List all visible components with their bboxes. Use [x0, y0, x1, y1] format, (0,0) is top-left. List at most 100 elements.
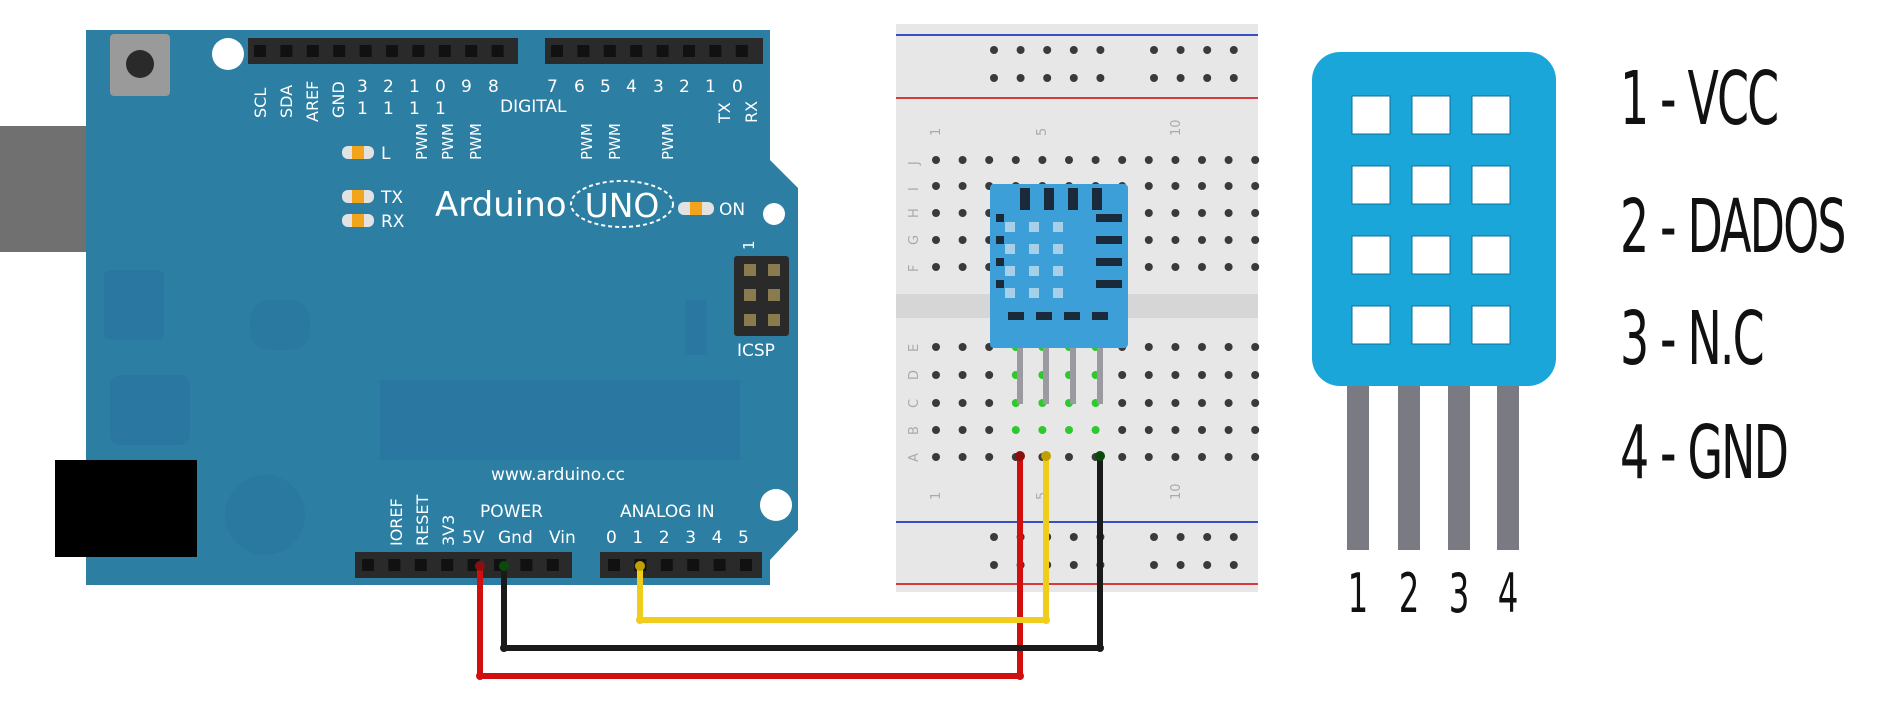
- breadboard-hole: [1144, 182, 1153, 190]
- small-sensor-slot: [1020, 188, 1030, 210]
- breadboard-hole: [958, 371, 967, 379]
- pcb-detail: [685, 300, 707, 355]
- icsp-pin: [744, 264, 756, 276]
- breadboard-hole: [932, 343, 940, 351]
- breadboard-hole-connected: [1011, 426, 1020, 434]
- dht11-pin-number: 4: [1498, 563, 1519, 625]
- dht11-on-breadboard: [990, 184, 1128, 404]
- breadboard-hole: [1251, 209, 1260, 217]
- rail-hole: [1096, 74, 1105, 82]
- small-sensor-vent: [1029, 266, 1039, 276]
- header-pin: [630, 45, 643, 57]
- tx-pin-label: TX: [715, 102, 734, 124]
- header-pin: [551, 45, 563, 57]
- header-pin: [709, 45, 722, 57]
- led-rx-core: [352, 214, 364, 227]
- breadboard-row-label: F: [907, 265, 922, 272]
- breadboard-hole: [1118, 156, 1127, 164]
- pwm-label: PWM: [606, 123, 624, 160]
- breadboard-hole: [1198, 453, 1206, 461]
- breadboard-hole: [1118, 399, 1127, 407]
- arduino-url: www.arduino.cc: [491, 465, 625, 485]
- header-pin: [656, 45, 669, 57]
- rail-hole: [1203, 74, 1212, 82]
- header-pin: [577, 45, 590, 57]
- breadboard-hole: [985, 426, 994, 434]
- small-sensor-vent: [1053, 222, 1063, 232]
- small-sensor-slot: [1096, 236, 1122, 244]
- breadboard-hole: [1171, 426, 1180, 434]
- breadboard-hole: [1224, 371, 1233, 379]
- header-pin: [280, 45, 293, 57]
- small-sensor-slot: [996, 236, 1004, 244]
- breadboard-hole: [958, 263, 967, 271]
- digital-pin-number: 2: [383, 77, 394, 97]
- breadboard-hole: [1171, 182, 1180, 190]
- breadboard-hole-connected: [1065, 426, 1073, 434]
- top-pin-label: SCL: [251, 88, 270, 118]
- breadboard-hole: [932, 236, 940, 244]
- icsp-pin: [768, 264, 780, 276]
- small-sensor-leg: [1097, 340, 1103, 404]
- rail-hole: [1043, 74, 1052, 82]
- analog-pin-label: 3: [685, 528, 696, 548]
- digital-pin-number: 0: [435, 77, 446, 97]
- breadboard-hole: [1144, 371, 1153, 379]
- breadboard-hole: [1224, 236, 1233, 244]
- digital-label: DIGITAL: [500, 97, 567, 117]
- header-pin: [333, 45, 346, 57]
- breadboard-hole-connected: [1038, 426, 1047, 434]
- breadboard-hole: [1198, 426, 1206, 434]
- breadboard-hole: [1144, 209, 1153, 217]
- led-on-label: ON: [719, 200, 745, 220]
- breadboard-hole: [1118, 453, 1127, 461]
- breadboard-hole: [958, 343, 967, 351]
- small-sensor-slot: [1096, 280, 1122, 288]
- small-sensor-slot: [1068, 188, 1078, 210]
- breadboard-hole: [1144, 156, 1153, 164]
- analog-pin-label: 5: [738, 528, 749, 548]
- breadboard-hole: [1198, 371, 1206, 379]
- dht11-vent: [1351, 165, 1391, 205]
- breadboard-hole: [1251, 371, 1260, 379]
- breadboard-hole: [1118, 426, 1127, 434]
- header-pin: [441, 559, 454, 571]
- breadboard-hole: [1198, 209, 1206, 217]
- digital-pin-tens: 1: [357, 99, 368, 119]
- digital-pin-number: 1: [705, 77, 716, 97]
- small-sensor-leg: [1070, 340, 1076, 404]
- small-sensor-vent: [1053, 266, 1063, 276]
- breadboard-col-label: 1: [929, 492, 944, 500]
- small-sensor-slot: [996, 214, 1004, 222]
- header-pin: [660, 559, 673, 571]
- rail-hole: [1043, 46, 1052, 54]
- rail-hole: [1150, 533, 1158, 541]
- digital-pin-number: 6: [574, 77, 585, 97]
- led-rx-label: RX: [381, 212, 405, 232]
- digital-pin-number: 3: [653, 77, 664, 97]
- led-tx-core: [352, 190, 364, 203]
- breadboard-hole: [985, 371, 994, 379]
- rail-hole: [990, 74, 998, 82]
- analog-pin-label: 2: [659, 528, 670, 548]
- breadboard-hole: [1224, 182, 1233, 190]
- breadboard-hole: [985, 156, 994, 164]
- wire-end: [635, 561, 645, 571]
- digital-pin-number: 3: [357, 77, 368, 97]
- breadboard-hole: [1224, 399, 1233, 407]
- breadboard-row-label: B: [907, 426, 922, 435]
- rail-hole: [1069, 561, 1078, 569]
- dht11-vent: [1351, 305, 1391, 345]
- digital-pin-number: 0: [732, 77, 743, 97]
- breadboard-row-label: H: [907, 208, 922, 218]
- header-pin: [740, 559, 752, 571]
- breadboard-hole: [1144, 453, 1153, 461]
- wire-end: [1041, 451, 1051, 461]
- wire-joint: [476, 672, 484, 680]
- dht11-pin-number: 3: [1449, 563, 1470, 625]
- analog-pin-label: 4: [712, 528, 723, 548]
- rail-hole: [1069, 74, 1078, 82]
- breadboard-hole: [1144, 399, 1153, 407]
- rail-hole: [1229, 74, 1238, 82]
- small-sensor-vent: [1005, 244, 1015, 254]
